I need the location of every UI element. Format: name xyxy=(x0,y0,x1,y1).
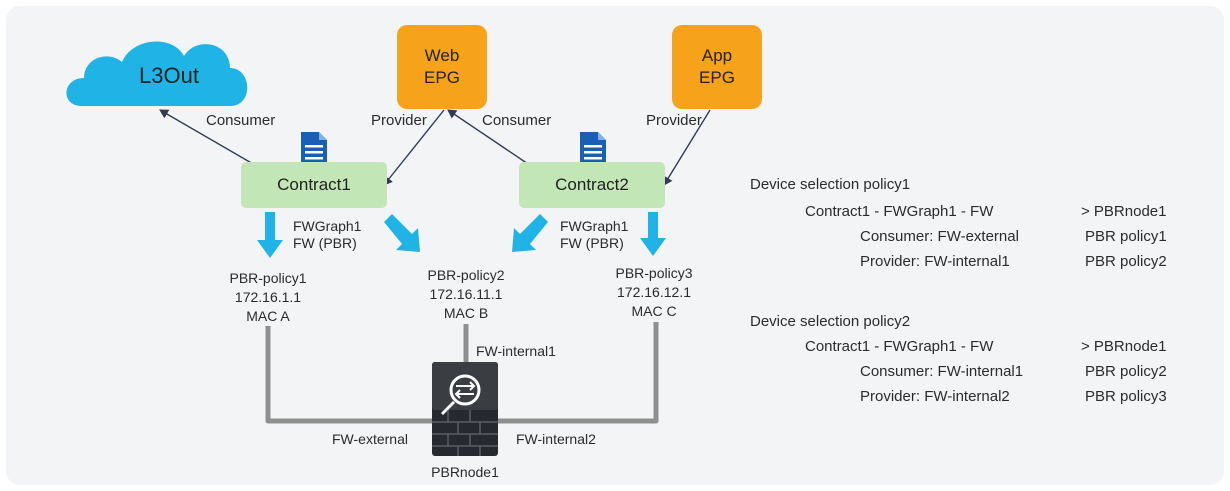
contract2-label: Contract2 xyxy=(555,175,629,194)
policy1-consumer-target: PBR policy1 xyxy=(1085,228,1167,245)
redirect-arrow-policy2-right xyxy=(512,214,548,252)
policy1-title: Device selection policy1 xyxy=(750,176,911,193)
redirect-arrow-policy3 xyxy=(640,212,666,256)
l3out-cloud-icon xyxy=(66,41,248,106)
pbr-policy2-name: PBR-policy2 xyxy=(427,267,505,283)
app-epg-label-line2: EPG xyxy=(699,68,735,87)
contract2-box: Contract2 xyxy=(519,162,665,208)
redirect-arrow-policy1 xyxy=(257,212,283,258)
graph2-name: FWGraph1 xyxy=(560,218,629,234)
pbr-redirect-arrows xyxy=(257,212,666,258)
policy2-consumer-target: PBR policy2 xyxy=(1085,363,1167,380)
firewall-icon xyxy=(432,362,498,456)
pbrnode1-label: PBRnode1 xyxy=(431,464,499,480)
fw-internal2-link xyxy=(498,322,659,424)
pbr-policy3-ip: 172.16.12.1 xyxy=(617,284,691,300)
pbr-policy1-block: PBR-policy1 172.16.1.1 MAC A xyxy=(229,269,306,326)
graph1-name: FWGraph1 xyxy=(293,218,362,234)
l3out-label: L3Out xyxy=(139,63,199,88)
contract1-box: Contract1 xyxy=(241,162,387,208)
web-epg-label-line2: EPG xyxy=(424,68,460,87)
web-epg-label-line1: Web xyxy=(424,46,460,65)
graph2-function: FW (PBR) xyxy=(560,235,624,251)
policy1-provider-target: PBR policy2 xyxy=(1085,253,1167,270)
consumer-label-1: Consumer xyxy=(206,112,276,129)
redirect-arrow-policy2-left xyxy=(384,214,420,252)
app-epg-provider-arrow xyxy=(663,109,711,186)
provider-label-1: Provider xyxy=(371,112,427,129)
pbr-policy2-mac: MAC B xyxy=(443,305,489,321)
pbr-policy3-name: PBR-policy3 xyxy=(615,265,693,281)
pbr-policy3-block: PBR-policy3 172.16.12.1 MAC C xyxy=(615,264,692,321)
contract2-consumer-arrow xyxy=(447,109,535,169)
fw-external-label: FW-external xyxy=(332,431,408,447)
relation-arrows xyxy=(159,109,711,186)
policy2-rule: Contract1 - FWGraph1 - FW xyxy=(805,338,994,355)
policy1-consumer: Consumer: FW-external xyxy=(860,228,1019,245)
web-epg-provider-arrow xyxy=(383,109,445,186)
pbr-policy3-mac: MAC C xyxy=(631,303,677,319)
policy2-provider: Provider: FW-internal2 xyxy=(860,388,1010,405)
pbr-policy1-name: PBR-policy1 xyxy=(229,270,307,286)
graph1-label: FWGraph1 FW (PBR) xyxy=(293,218,361,252)
fw-external-link xyxy=(265,326,432,424)
contract1-document-icon xyxy=(301,132,327,167)
fw-internal2-label: FW-internal2 xyxy=(516,431,596,447)
contract1-label: Contract1 xyxy=(277,175,351,194)
fw-internal1-label: FW-internal1 xyxy=(476,343,556,359)
consumer-label-2: Consumer xyxy=(482,112,552,129)
web-epg-box: Web EPG xyxy=(397,25,487,109)
policy2-rule-target: > PBRnode1 xyxy=(1081,338,1167,355)
policy2-title: Device selection policy2 xyxy=(750,313,911,330)
pbr-policy2-block: PBR-policy2 172.16.11.1 MAC B xyxy=(427,266,504,323)
policy2-provider-target: PBR policy3 xyxy=(1085,388,1167,405)
graph2-label: FWGraph1 FW (PBR) xyxy=(560,218,628,252)
policy1-provider: Provider: FW-internal1 xyxy=(860,253,1010,270)
policy2-consumer: Consumer: FW-internal1 xyxy=(860,363,1024,380)
policy1-rule: Contract1 - FWGraph1 - FW xyxy=(805,203,994,220)
graph1-function: FW (PBR) xyxy=(293,235,357,251)
app-epg-box: App EPG xyxy=(672,25,762,109)
provider-label-2: Provider xyxy=(646,112,702,129)
pbr-policy1-mac: MAC A xyxy=(246,308,290,324)
pbr-policy1-ip: 172.16.1.1 xyxy=(234,289,302,305)
policy1-rule-target: > PBRnode1 xyxy=(1081,203,1167,220)
app-epg-label-line1: App xyxy=(701,46,733,65)
pbr-policy2-ip: 172.16.11.1 xyxy=(429,286,503,302)
contract2-document-icon xyxy=(580,132,606,167)
contract1-consumer-arrow xyxy=(159,109,261,169)
